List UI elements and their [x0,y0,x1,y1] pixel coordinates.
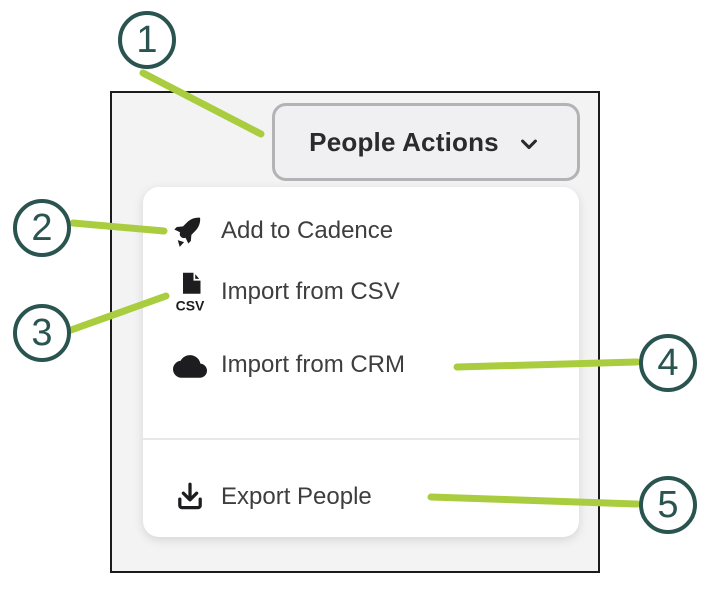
callout-number: 3 [31,311,53,354]
callout-number: 4 [657,341,679,384]
callout-3: 3 [13,304,71,362]
menu-item-add-to-cadence[interactable]: Add to Cadence [143,206,579,256]
callout-number: 2 [31,206,53,249]
menu-item-label: Add to Cadence [221,217,394,244]
menu-item-label: Import from CRM [221,351,406,378]
download-icon [167,480,213,514]
screenshot-frame: People Actions Add to Cadence [110,91,600,573]
cloud-icon [167,348,213,382]
callout-number: 5 [657,483,679,526]
callout-2: 2 [13,199,71,257]
people-actions-label: People Actions [309,126,499,157]
callout-number: 1 [136,18,158,61]
menu-divider [143,438,579,440]
callout-4: 4 [639,334,697,392]
people-actions-menu: Add to Cadence CSV Import from CSV I [143,187,579,537]
callout-5: 5 [639,476,697,534]
svg-text:CSV: CSV [176,297,205,313]
rocket-icon [167,212,213,250]
menu-item-export-people[interactable]: Export People [143,472,579,522]
csv-file-icon: CSV [167,271,213,313]
menu-item-import-from-crm[interactable]: Import from CRM [143,340,579,390]
menu-item-label: Export People [221,483,372,510]
chevron-down-icon [515,127,543,158]
menu-item-label: Import from CSV [221,278,400,305]
people-actions-button[interactable]: People Actions [272,103,580,181]
callout-1: 1 [118,11,176,69]
menu-item-import-from-csv[interactable]: CSV Import from CSV [143,267,579,317]
